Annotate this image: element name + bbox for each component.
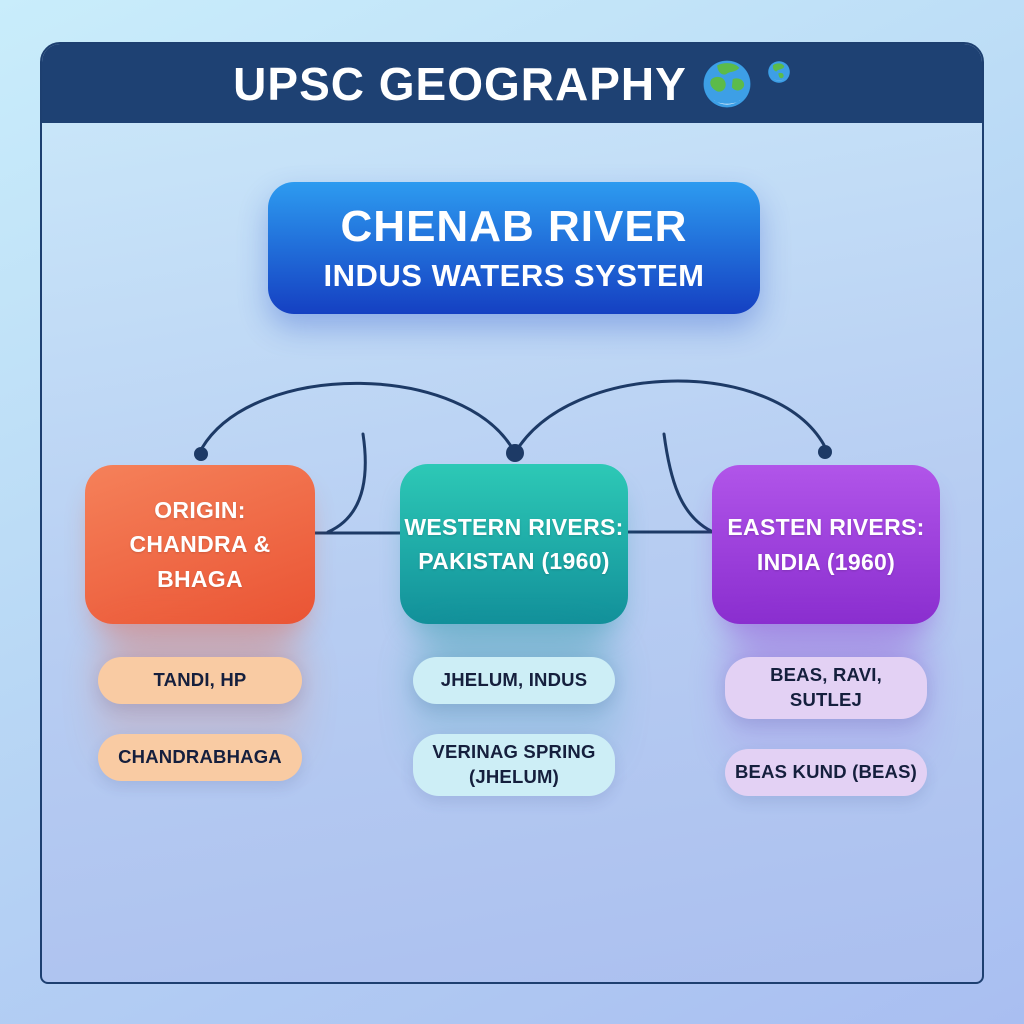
header-bar: UPSC GEOGRAPHY (42, 44, 982, 123)
infographic-card: UPSC GEOGRAPHY CHENA (40, 42, 984, 984)
right-arrow-dot (818, 445, 832, 459)
eastern-rivers-node: EASTEN RIVERS: INDIA (1960) (712, 465, 940, 624)
origin-pill-column: TANDI, HP CHANDRABHAGA (85, 657, 315, 781)
origin-heading-line2: CHANDRA & BHAGA (129, 531, 271, 592)
page-title: UPSC GEOGRAPHY (233, 57, 687, 110)
eastern-pill-2: BEAS KUND (BEAS) (725, 748, 927, 796)
left-arrow-dot (194, 447, 208, 461)
topic-title: CHENAB RIVER (340, 202, 688, 251)
globe-europe-africa-icon (701, 58, 753, 110)
western-heading-line2: PAKISTAN (1960) (418, 548, 610, 574)
arc-right (513, 379, 826, 455)
topic-title-card: CHENAB RIVER INDUS WATERS SYSTEM (268, 182, 760, 314)
origin-node: ORIGIN: CHANDRA & BHAGA (85, 465, 315, 624)
link-right-curve (662, 432, 713, 533)
origin-heading-line1: ORIGIN: (154, 496, 246, 523)
origin-pill-2: CHANDRABHAGA (98, 734, 302, 781)
origin-node-heading: ORIGIN: CHANDRA & BHAGA (85, 493, 315, 597)
topic-subtitle: INDUS WATERS SYSTEM (323, 258, 705, 293)
western-rivers-node: WESTERN RIVERS: PAKISTAN (1960) (400, 464, 628, 624)
western-pill-column: JHELUM, INDUS VERINAG SPRING (JHELUM) (400, 657, 628, 796)
western-pill-2: VERINAG SPRING (JHELUM) (413, 734, 615, 796)
eastern-heading-line2: INDIA (1960) (756, 548, 896, 575)
eastern-pill-1: BEAS, RAVI, SUTLEJ (725, 657, 927, 719)
center-node-dot (506, 444, 524, 462)
link-left-curve (326, 432, 367, 534)
eastern-pill-column: BEAS, RAVI, SUTLEJ BEAS KUND (BEAS) (712, 657, 940, 796)
arc-left (200, 381, 517, 455)
globe-americas-icon (767, 60, 791, 84)
western-node-heading: WESTERN RIVERS: PAKISTAN (1960) (404, 510, 623, 579)
western-pill-1: JHELUM, INDUS (413, 657, 615, 704)
origin-pill-1: TANDI, HP (98, 657, 302, 704)
western-heading-line1: WESTERN RIVERS: (404, 513, 624, 540)
eastern-heading-line1: EASTEN RIVERS: (727, 514, 925, 540)
eastern-node-heading: EASTEN RIVERS: INDIA (1960) (727, 510, 924, 579)
